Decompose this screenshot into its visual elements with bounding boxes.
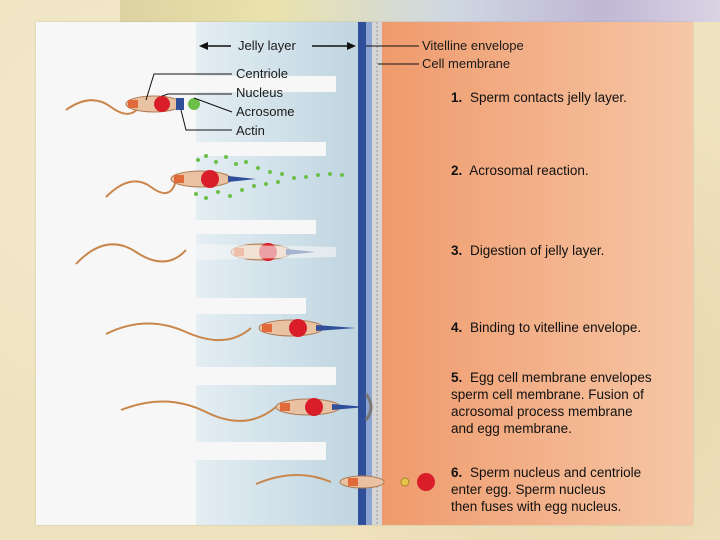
vitelline-envelope [358,22,372,525]
fertilization-diagram: Jelly layer Vitelline envelope Cell memb… [36,22,693,525]
sperm-stage-3 [75,243,336,265]
actin-label: Actin [236,123,265,138]
centriole-label: Centriole [236,66,288,81]
cell-membrane [372,22,382,525]
decorative-header-strip [120,0,720,22]
nucleus-label: Nucleus [236,85,283,100]
step-4-text: 4. Binding to vitelline envelope. [451,320,641,335]
sperm-part-labels: Centriole Nucleus Acrosome Actin [236,66,295,138]
sperm-stage-6 [255,473,435,491]
step-descriptions: 1. Sperm contacts jelly layer. 2. Acroso… [451,90,655,514]
egg-cytoplasm [381,22,693,525]
vitelline-envelope-label: Vitelline envelope [422,38,524,53]
sperm-stage-1 [65,73,233,131]
sperm-stage-5 [120,393,373,422]
sperm-stage-2 [105,154,344,200]
sperm-stage-4 [105,319,356,342]
step-5-text: 5. Egg cell membrane envelopes sperm cel… [451,370,655,436]
step-2-text: 2. Acrosomal reaction. [451,163,589,178]
step-6-text: 6. Sperm nucleus and centriole enter egg… [451,465,645,514]
acrosome-label: Acrosome [236,104,295,119]
jelly-layer [186,22,371,525]
diagram-canvas: Jelly layer Vitelline envelope Cell memb… [36,22,693,525]
step-1-text: 1. Sperm contacts jelly layer. [451,90,627,105]
step-3-text: 3. Digestion of jelly layer. [451,243,604,258]
top-labels: Jelly layer Vitelline envelope Cell memb… [199,38,524,71]
cell-membrane-label: Cell membrane [422,56,510,71]
jelly-layer-label: Jelly layer [238,38,296,53]
